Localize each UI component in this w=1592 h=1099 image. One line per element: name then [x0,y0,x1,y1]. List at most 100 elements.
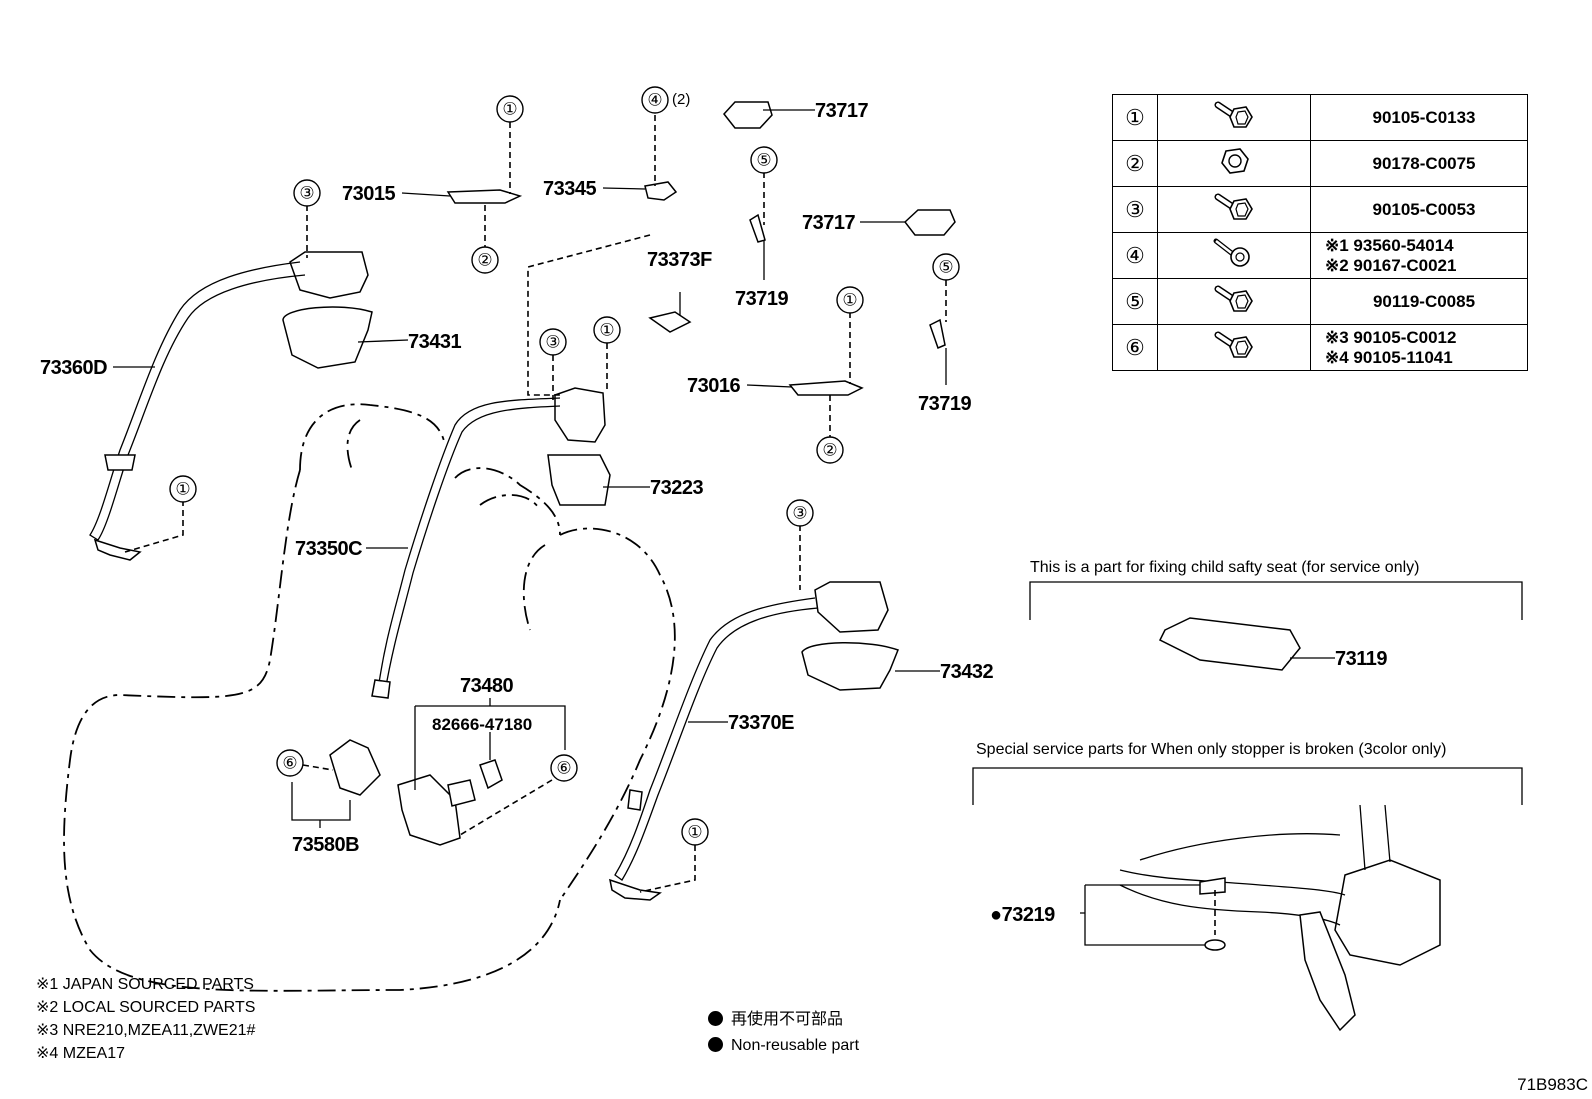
bracket-73345 [644,181,678,201]
cover-73717-mid [903,209,956,236]
fastener-row: ④ ※1 93560-54014※2 90167-C0021 [1112,232,1528,279]
seat-belt-73350C [371,387,611,699]
clip-73373F [648,311,692,333]
bracket-73016 [788,380,864,396]
part-label-73717: 73717 [802,212,855,234]
fastener-dash-lines [124,115,1216,935]
plate-73119 [1158,617,1301,671]
stopper-heading: Special service parts for When only stop… [976,741,1447,758]
part-label-73719: 73719 [735,288,788,310]
fastener-ref: ② [1112,140,1158,187]
fastener-row: ⑤ 90119-C0085 [1112,278,1528,325]
buckle-73580B [329,739,381,796]
fastener-part-numbers: 90105-C0133 [1310,94,1528,141]
part-label-73219: ●73219 [990,904,1055,926]
callout-1: ① [175,480,190,499]
fastener-ref: ⑤ [1112,278,1158,325]
callout-circles: ① ② ③ ① ④ ⑤ ③ ① ① ② ⑤ ③ ① ⑥ ⑥ (2) [169,86,960,846]
fastener-row: ② 90178-C0075 [1112,140,1528,187]
callout-1: ① [502,100,517,119]
fastener-part-number: 90105-C0053 [1372,199,1476,219]
flange-bolt-icon [1157,324,1311,371]
callout-2: ② [477,251,492,270]
guide-73719-b [929,318,946,350]
part-label-73119: 73119 [1335,648,1387,670]
callout-3: ③ [545,333,560,352]
non-reusable-note: 再使用不可部品 Non-reusable part [708,1007,859,1059]
flange-bolt-icon [1157,278,1311,325]
fastener-ref: ③ [1112,186,1158,233]
part-label-73580B: 73580B [292,834,359,856]
fastener-part-number: 90178-C0075 [1372,153,1476,173]
fastener-part-numbers: ※1 93560-54014※2 90167-C0021 [1310,232,1528,279]
legend-item: ※3 NRE210,MZEA11,ZWE21# [36,1022,256,1039]
part-number-labels: 73717 73015 73345 73717 73373F 73719 734… [40,100,1388,926]
fastener-part-number: ※4 90105-11041 [1325,347,1453,367]
callout-5: ⑤ [756,151,771,170]
callout-6: ⑥ [282,754,297,773]
callout-5: ⑤ [938,258,953,277]
flange-bolt-icon [1157,186,1311,233]
seat-belt-73360D [89,251,373,561]
tapping-screw-icon [1157,232,1311,279]
part-label-73016: 73016 [687,375,740,397]
part-label-73432: 73432 [940,661,993,683]
fastener-table: ① 90105-C0133 ② 90178-C0075 ③ 90105-C0053 ④ ※1 … [1112,94,1528,371]
fastener-part-numbers: 90119-C0085 [1310,278,1528,325]
callout-4: ④ [647,91,662,110]
callout-2: ② [822,441,837,460]
part-label-73373F: 73373F [647,249,712,271]
legend-item: ※4 MZEA17 [36,1045,125,1062]
fastener-table-body: ① 90105-C0133 ② 90178-C0075 ③ 90105-C0053 ④ ※1 … [1112,94,1528,371]
fastener-part-number: ※3 90105-C0012 [1325,327,1457,347]
document-id: 71B983C [1517,1075,1588,1094]
fastener-part-numbers: 90105-C0053 [1310,186,1528,233]
leader-lines [113,109,1523,946]
nut-icon [1157,140,1311,187]
callout-1: ① [842,291,857,310]
filled-dot-icon [708,1037,723,1052]
part-label-73360D: 73360D [40,357,107,379]
part-label-73345: 73345 [543,178,596,200]
part-label-73223: 73223 [650,477,703,499]
filled-dot-icon [708,1011,723,1026]
rear-seat-outline [63,403,676,992]
fastener-ref: ① [1112,94,1158,141]
fastener-part-numbers: ※3 90105-C0012※4 90105-11041 [1310,324,1528,371]
fastener-part-number: ※2 90167-C0021 [1325,255,1457,275]
child-seat-heading: This is a part for fixing child safty se… [1030,559,1420,576]
callout-6: ⑥ [556,759,571,778]
part-label-73370E: 73370E [728,712,794,734]
part-label-73480: 73480 [460,675,513,697]
non-reusable-en: Non-reusable part [731,1037,860,1054]
part-label-73350C: 73350C [295,538,362,560]
guide-73719-a [749,213,766,243]
bracket-73015 [446,189,523,204]
buckle-tongue [447,779,476,807]
fastener-ref: ⑥ [1112,324,1158,371]
seat-belt-73370E [609,581,899,901]
fastener-part-numbers: 90178-C0075 [1310,140,1528,187]
legend-item: ※2 LOCAL SOURCED PARTS [36,999,256,1016]
part-label-73431: 73431 [408,331,461,353]
fastener-row: ③ 90105-C0053 [1112,186,1528,233]
fastener-row: ⑥ ※3 90105-C0012※4 90105-11041 [1112,324,1528,371]
fastener-ref: ④ [1112,232,1158,279]
callout-3: ③ [792,504,807,523]
part-label-73719: 73719 [918,393,971,415]
buckle-82666-47180 [479,759,503,790]
buckle-73480 [397,774,461,846]
fastener-part-number: 90105-C0133 [1372,107,1476,127]
part-label-73717: 73717 [815,100,868,122]
flange-bolt-icon [1157,94,1311,141]
cover-73717-top [723,101,773,129]
callout-4-quantity: (2) [672,91,690,108]
legend-item: ※1 JAPAN SOURCED PARTS [36,976,254,993]
fastener-row: ① 90105-C0133 [1112,94,1528,141]
part-label-73015: 73015 [342,183,395,205]
callout-1: ① [687,823,702,842]
legend: ※1 JAPAN SOURCED PARTS ※2 LOCAL SOURCED … [36,973,255,1065]
callout-1: ① [599,321,614,340]
